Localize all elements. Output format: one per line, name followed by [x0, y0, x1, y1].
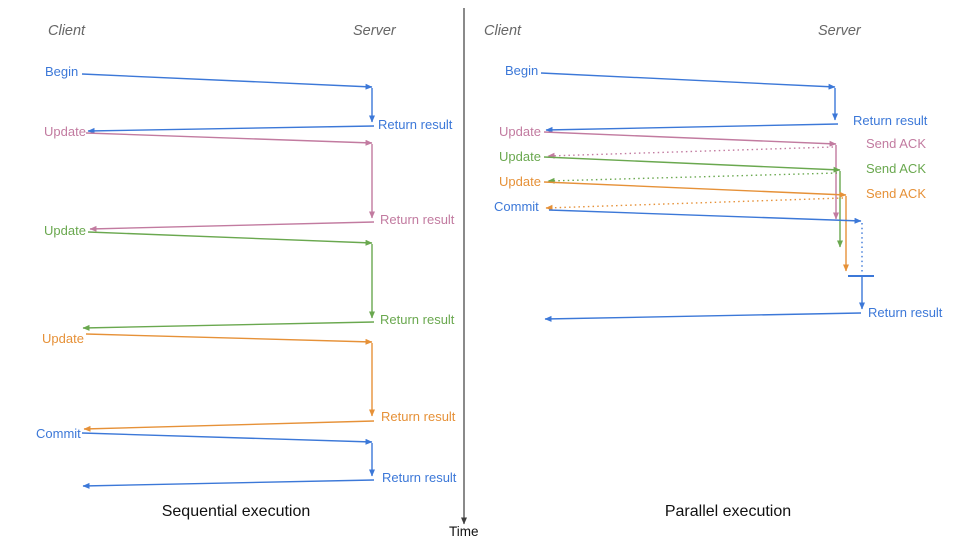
sequential-panel-lines	[81, 73, 375, 489]
sequential-update2-return	[82, 321, 375, 331]
parallel-begin-return	[545, 123, 839, 133]
sequential-update3-return	[83, 420, 375, 432]
sequential-message-label: Return result	[378, 117, 453, 132]
parallel-server-header: Server	[818, 23, 861, 39]
parallel-commit-request	[548, 209, 862, 224]
sequential-message-label: Update	[44, 223, 86, 238]
sequential-commit-return	[82, 479, 375, 489]
sequential-server-header: Server	[353, 23, 396, 39]
sequential-message-label: Update	[44, 124, 86, 139]
parallel-update2-request	[543, 156, 841, 173]
parallel-caption: Parallel execution	[664, 503, 792, 520]
sequential-begin-request	[81, 73, 373, 90]
sequential-update1-return	[89, 221, 375, 232]
parallel-update1-ack	[547, 146, 834, 159]
parallel-commit-return	[544, 312, 862, 322]
parallel-message-label: Update	[499, 149, 541, 164]
sequential-message-label: Return result	[380, 212, 455, 227]
parallel-panel-lines	[540, 72, 874, 322]
parallel-message-label: Update	[499, 174, 541, 189]
sequential-message-label: Return result	[380, 312, 455, 327]
parallel-message-label: Commit	[494, 199, 539, 214]
sequential-message-label: Return result	[381, 409, 456, 424]
parallel-update3-ack	[545, 197, 844, 211]
parallel-message-label: Return result	[853, 113, 928, 128]
sequential-message-label: Update	[42, 331, 84, 346]
sequential-begin-return	[87, 125, 375, 134]
sequential-client-header: Client	[48, 23, 86, 39]
parallel-message-label: Send ACK	[866, 161, 926, 176]
parallel-update3-request	[543, 181, 847, 198]
sequential-commit-request	[81, 432, 373, 445]
sequential-message-label: Begin	[45, 64, 78, 79]
time-axis-label: Time	[449, 524, 479, 539]
parallel-client-header: Client	[484, 23, 522, 39]
parallel-message-label: Send ACK	[866, 136, 926, 151]
parallel-update1-request	[543, 131, 837, 147]
sequential-update3-request	[85, 333, 373, 345]
sequential-message-label: Commit	[36, 426, 81, 441]
parallel-message-label: Update	[499, 124, 541, 139]
parallel-message-label: Begin	[505, 63, 538, 78]
sequential-message-label: Return result	[382, 470, 457, 485]
sequential-update1-request	[85, 132, 373, 146]
parallel-message-label: Return result	[868, 305, 943, 320]
parallel-update2-ack	[547, 172, 838, 184]
parallel-begin-request	[540, 72, 836, 90]
sequential-update2-request	[87, 231, 373, 246]
sequential-caption: Sequential execution	[161, 503, 311, 520]
parallel-message-label: Send ACK	[866, 186, 926, 201]
